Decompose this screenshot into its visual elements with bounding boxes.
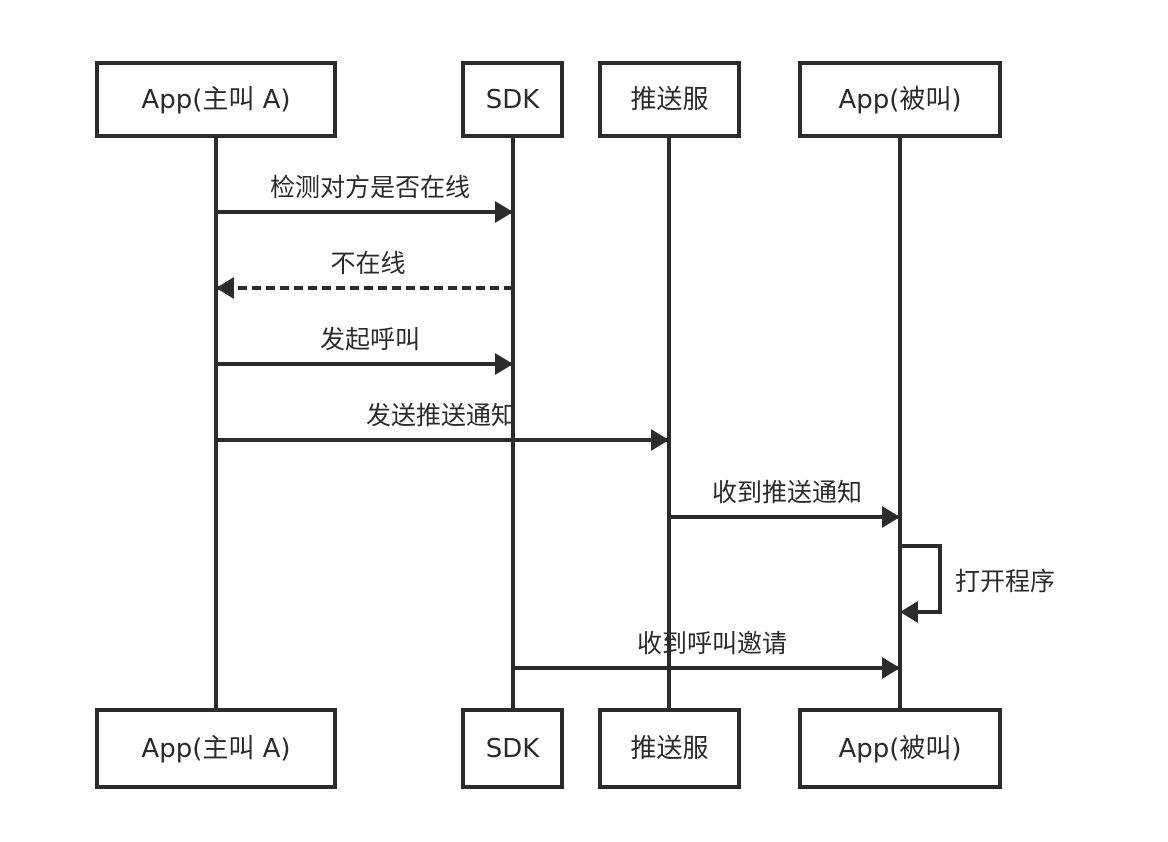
arrow-head-s1 bbox=[900, 601, 918, 623]
message-label-m2: 不在线 bbox=[330, 249, 405, 278]
participant-box-caller-bottom[interactable] bbox=[95, 708, 337, 789]
arrow-head-m4 bbox=[651, 429, 669, 451]
participant-label-push-bottom: 推送服 bbox=[630, 734, 708, 764]
participant-label-callee-bottom: App(被叫) bbox=[838, 734, 961, 764]
participant-boxes-layer: App(主叫 A) SDK 推送服 App(被叫) App(主叫 A) SDK 推送服 App… bbox=[95, 61, 1002, 789]
lifelines-layer bbox=[214, 136, 902, 710]
participant-box-callee-top[interactable] bbox=[798, 61, 1002, 138]
participant-label-sdk-bottom: SDK bbox=[486, 734, 541, 764]
participant-label-sdk-top: SDK bbox=[486, 85, 541, 115]
arrow-head-m2 bbox=[216, 277, 234, 299]
self-message-layer: 打开程序 bbox=[900, 544, 1055, 623]
participant-box-caller-top[interactable] bbox=[95, 61, 337, 138]
participant-label-caller-top: App(主叫 A) bbox=[141, 85, 290, 115]
self-message-label-s1: 打开程序 bbox=[955, 567, 1055, 596]
participant-label-caller-bottom: App(主叫 A) bbox=[141, 734, 290, 764]
self-message-path-s1 bbox=[900, 544, 942, 614]
message-label-m4: 发送推送通知 bbox=[366, 401, 516, 430]
participant-box-push-bottom[interactable] bbox=[598, 708, 741, 789]
message-label-m5: 收到推送通知 bbox=[712, 478, 862, 507]
arrow-head-m6 bbox=[882, 657, 900, 679]
participant-label-push-top: 推送服 bbox=[630, 85, 708, 115]
message-label-m1: 检测对方是否在线 bbox=[270, 173, 470, 202]
participant-box-sdk-top[interactable] bbox=[461, 61, 564, 138]
arrow-head-m1 bbox=[495, 201, 513, 223]
message-label-m3: 发起呼叫 bbox=[320, 325, 420, 354]
message-label-m6: 收到呼叫邀请 bbox=[637, 629, 787, 658]
participant-box-push-top[interactable] bbox=[598, 61, 741, 138]
arrow-head-m5 bbox=[882, 506, 900, 528]
participant-box-callee-bottom[interactable] bbox=[798, 708, 1002, 789]
arrow-head-m3 bbox=[495, 353, 513, 375]
participant-label-callee-top: App(被叫) bbox=[838, 85, 961, 115]
participant-box-sdk-bottom[interactable] bbox=[461, 708, 564, 789]
